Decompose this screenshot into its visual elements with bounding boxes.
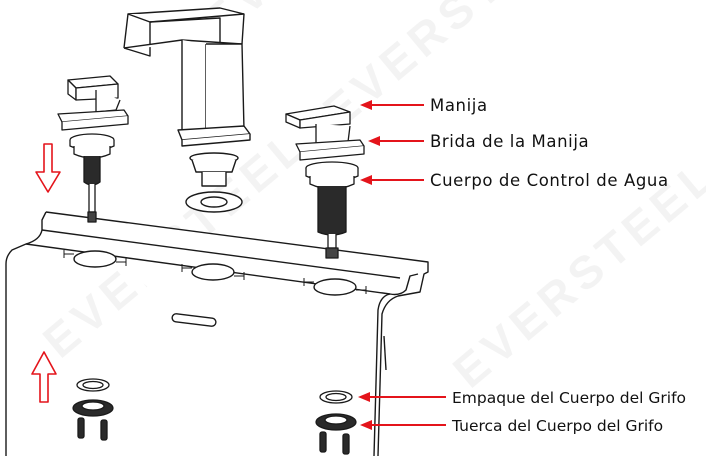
label-faucet-body-nut: Tuerca del Cuerpo del Grifo xyxy=(451,417,663,435)
leader-handle xyxy=(360,100,424,110)
down-arrow-icon xyxy=(35,143,61,193)
leader-nut xyxy=(360,420,446,430)
label-handle-flange: Brida de la Manija xyxy=(430,132,589,151)
label-handle: Manija xyxy=(430,96,488,115)
up-arrow-icon xyxy=(31,351,57,403)
part-labels: Manija Brida de la Manija Cuerpo de Cont… xyxy=(430,96,686,435)
left-bottom-hardware xyxy=(72,378,114,441)
left-handle-assembly xyxy=(57,75,129,223)
right-handle-assembly xyxy=(285,105,365,259)
leader-handle-flange xyxy=(368,136,424,146)
leader-lines xyxy=(358,100,446,430)
label-faucet-body-gasket: Empaque del Cuerpo del Grifo xyxy=(452,389,686,407)
label-water-control-body: Cuerpo de Control de Agua xyxy=(430,171,669,190)
spout-assembly xyxy=(123,7,251,213)
watermark-1: EVERSTEEL xyxy=(313,0,597,138)
leader-water-control xyxy=(360,175,424,185)
leader-gasket xyxy=(358,392,446,402)
right-bottom-hardware xyxy=(315,390,357,455)
direction-arrows xyxy=(31,143,61,403)
